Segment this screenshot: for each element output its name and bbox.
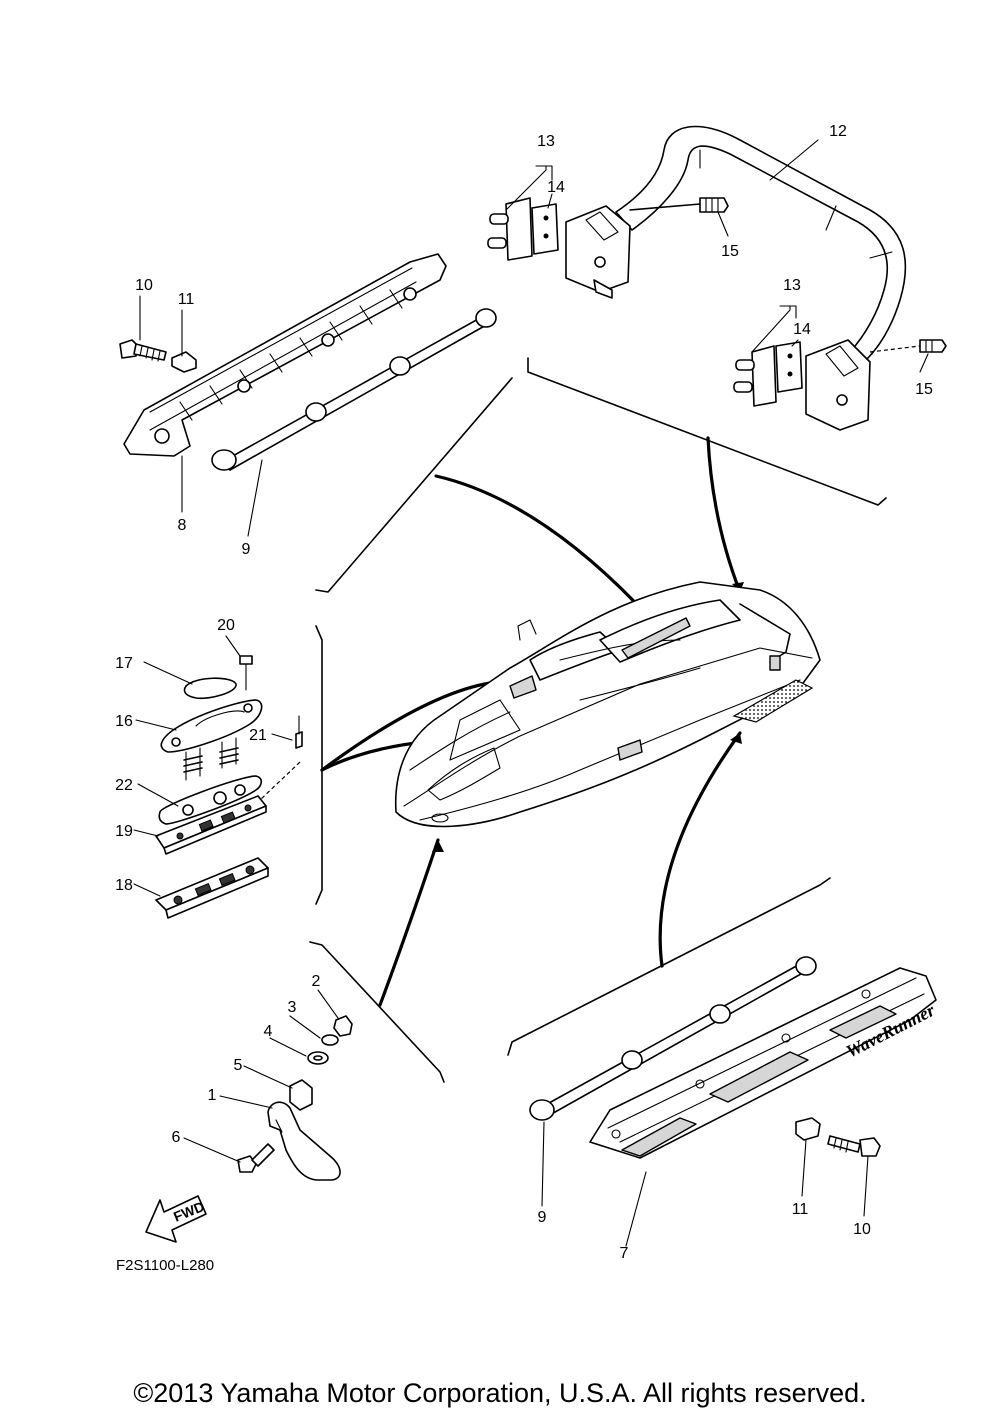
callout-leaders — [133, 139, 929, 1247]
copyright-notice: ©2013 Yamaha Motor Corporation, U.S.A. A… — [133, 1378, 867, 1408]
callout-6: 6 — [172, 1129, 181, 1146]
right-rail-assembly: WaveRunner — [529, 956, 939, 1159]
callout-17: 17 — [115, 655, 133, 672]
callout-9-upper: 9 — [242, 541, 251, 558]
callout-9-lower: 9 — [538, 1209, 547, 1226]
callout-10-lower: 10 — [853, 1221, 871, 1238]
callout-14-lower: 14 — [793, 321, 811, 338]
callout-15-lower: 15 — [915, 381, 933, 398]
section-brackets — [309, 357, 887, 1083]
cleat-assembly — [155, 655, 303, 919]
callout-19: 19 — [115, 823, 133, 840]
callout-4: 4 — [264, 1023, 273, 1040]
callout-3: 3 — [288, 999, 297, 1016]
fwd-arrow: FWD — [145, 1195, 207, 1243]
drawing-code: F2S1100-L280 — [116, 1257, 214, 1274]
callout-16: 16 — [115, 713, 133, 730]
callout-labels: 13 14 12 15 13 14 15 10 11 8 9 20 17 16 … — [115, 123, 933, 1262]
callout-5: 5 — [234, 1057, 243, 1074]
callout-21: 21 — [249, 727, 267, 744]
callout-20: 20 — [217, 617, 235, 634]
callout-22: 22 — [115, 777, 133, 794]
callout-2: 2 — [312, 973, 321, 990]
callout-13-upper: 13 — [537, 133, 555, 150]
callout-15-upper: 15 — [721, 243, 739, 260]
callout-11-lower: 11 — [792, 1201, 809, 1218]
callout-13-lower: 13 — [783, 277, 801, 294]
callout-18: 18 — [115, 877, 133, 894]
watercraft-hull — [394, 581, 821, 828]
callout-7: 7 — [620, 1245, 629, 1262]
callout-12: 12 — [829, 123, 847, 140]
grab-handle-assembly — [487, 125, 947, 431]
callout-10-upper: 10 — [135, 277, 153, 294]
left-rail-assembly — [119, 253, 497, 471]
callout-8: 8 — [178, 517, 187, 534]
callout-14-upper: 14 — [547, 179, 565, 196]
lever-hardware — [237, 1015, 353, 1181]
callout-1: 1 — [208, 1087, 217, 1104]
callout-11-upper: 11 — [178, 291, 195, 308]
